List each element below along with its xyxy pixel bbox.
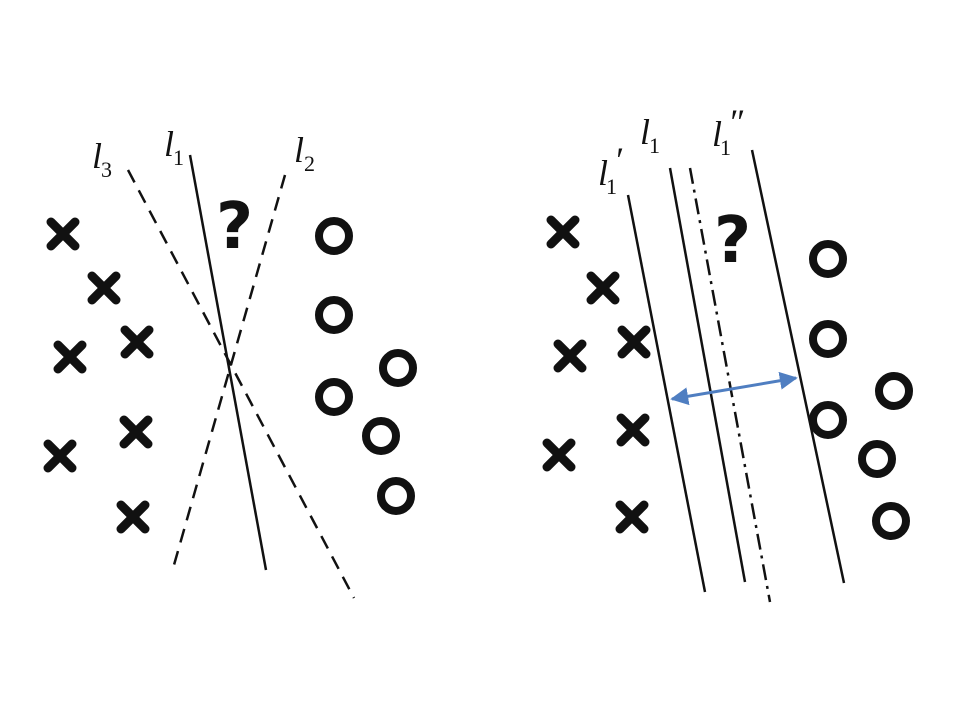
right-line-l1-double-prime: [750, 149, 846, 584]
label-l1-right-main: l: [640, 112, 650, 152]
o-mark: [315, 217, 353, 255]
label-l1-double-prime: l 1 ″: [712, 102, 744, 160]
left-line-l1: [188, 154, 268, 571]
o-mark: [379, 349, 417, 387]
x-mark: [553, 339, 587, 373]
x-mark: [615, 500, 649, 534]
x-mark: [542, 438, 576, 472]
x-mark: [46, 217, 80, 251]
label-l1-main: l: [164, 124, 174, 164]
label-l1-sub: 1: [173, 145, 184, 170]
label-l2-sub: 2: [304, 151, 315, 176]
x-mark: [616, 413, 650, 447]
label-l1-double-prime-sub: 1: [720, 135, 731, 160]
right-x-marks: [542, 215, 651, 534]
left-x-marks: [43, 217, 154, 534]
label-l3: l 3: [92, 136, 112, 182]
label-l1-right: l 1: [640, 112, 660, 158]
left-line-l3-dashed: [126, 169, 356, 599]
right-question-mark: ?: [714, 204, 751, 278]
x-mark: [53, 340, 87, 374]
left-o-marks: [315, 217, 417, 515]
right-o-marks: [809, 240, 913, 540]
o-mark: [377, 477, 415, 515]
label-l3-main: l: [92, 136, 102, 176]
left-question-mark: ?: [216, 190, 253, 264]
label-l2: l 2: [294, 130, 315, 176]
o-mark: [875, 372, 913, 410]
o-mark: [872, 502, 910, 540]
o-mark: [858, 440, 896, 478]
o-mark: [362, 417, 400, 455]
margin-arrow: [670, 371, 798, 406]
label-l2-main: l: [294, 130, 304, 170]
right-line-l1-prime: [626, 194, 707, 593]
left-panel: ? l 3 l 1 l 2: [43, 124, 417, 599]
label-l1-prime-sub: 1: [606, 174, 617, 199]
label-l1-double-prime-mark: ″: [728, 102, 744, 142]
label-l1-right-sub: 1: [649, 133, 660, 158]
x-mark: [617, 325, 651, 359]
o-mark: [315, 378, 353, 416]
o-mark: [315, 296, 353, 334]
label-l1: l 1: [164, 124, 184, 170]
x-mark: [119, 415, 153, 449]
right-panel: ? l 1 l 1 ′ l 1 ″: [542, 102, 913, 603]
o-mark: [809, 240, 847, 278]
x-mark: [116, 500, 150, 534]
label-l1-prime-mark: ′: [614, 140, 623, 180]
x-mark: [43, 439, 77, 473]
x-mark: [586, 271, 620, 305]
x-mark: [120, 325, 154, 359]
label-l1-prime-main: l: [598, 153, 608, 193]
o-mark: [809, 401, 847, 439]
o-mark: [809, 320, 847, 358]
label-l1-prime: l 1 ′: [598, 140, 623, 199]
x-mark: [546, 215, 580, 249]
label-l1-double-prime-main: l: [712, 114, 722, 154]
label-l3-sub: 3: [101, 157, 112, 182]
x-mark: [87, 271, 121, 305]
